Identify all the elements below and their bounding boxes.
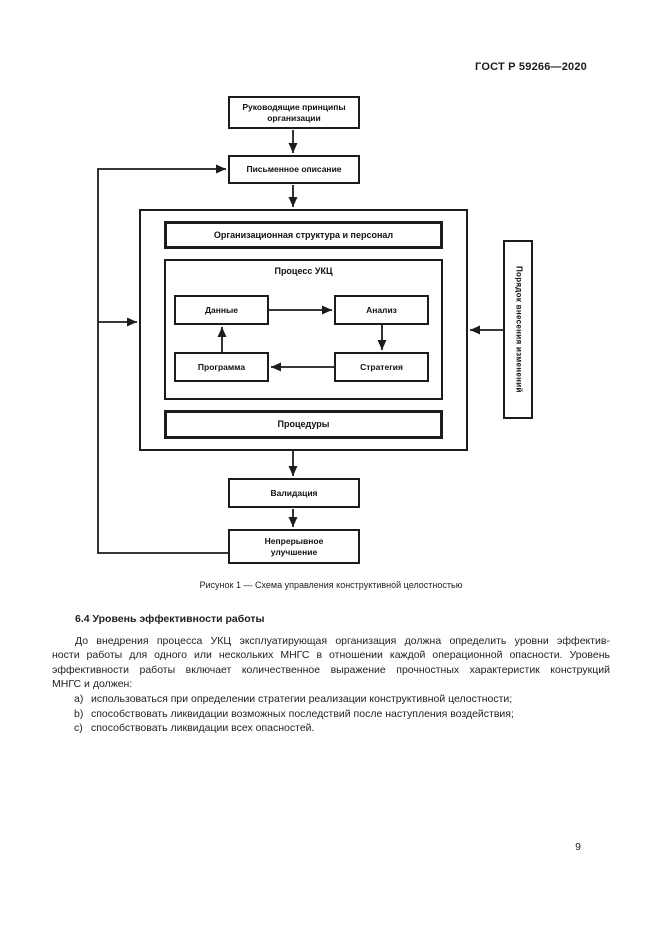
flow-box-continuous-improvement: Непрерывное улучшение <box>228 529 360 564</box>
flow-box-strategy: Стратегия <box>334 352 429 382</box>
paragraph-line: МНГС и должен: <box>52 678 133 691</box>
list-marker: a) <box>74 692 84 705</box>
list-text: способствовать ликвидации возможных посл… <box>91 707 514 720</box>
list-marker: c) <box>74 722 83 735</box>
list-item: a) использоваться при определении стратег… <box>52 692 610 707</box>
flow-label-process: Процесс УКЦ <box>274 266 333 276</box>
list-item: c) способствовать ликвидации всех опаснос… <box>52 721 610 736</box>
flow-box-validation: Валидация <box>228 478 360 508</box>
flow-box-change-order: Порядок внесения изменений <box>503 240 533 419</box>
figure-caption: Рисунок 1 — Схема управления конструктив… <box>199 580 463 590</box>
page-number: 9 <box>575 841 581 853</box>
section-heading: 6.4 Уровень эффективности работы <box>75 613 265 625</box>
flow-box-data: Данные <box>174 295 269 325</box>
list-item: b) способствовать ликвидации возможных по… <box>52 707 610 722</box>
flow-box-analysis: Анализ <box>334 295 429 325</box>
flow-box-guiding-principles: Руководящие принципы организации <box>228 96 360 129</box>
section-6-4: 6.4 Уровень эффективности работы До внед… <box>52 612 610 736</box>
list-marker: b) <box>74 707 84 720</box>
document-header: ГОСТ Р 59266—2020 <box>475 61 587 73</box>
flow-box-written-description: Письменное описание <box>228 155 360 184</box>
list-text: способствовать ликвидации всех опасносте… <box>91 722 315 735</box>
paragraph-line: эффективности работы включает количестве… <box>52 663 610 676</box>
flow-box-procedures: Процедуры <box>164 410 443 439</box>
flow-box-org-structure: Организационная структура и персонал <box>164 221 443 249</box>
list-text: использоваться при определении стратегии… <box>91 692 513 705</box>
paragraph-line: До внедрения процесса УКЦ эксплуатирующа… <box>75 634 610 647</box>
paragraph-line: ности работы для одного или нескольких М… <box>52 649 610 662</box>
flow-box-program: Программа <box>174 352 269 382</box>
